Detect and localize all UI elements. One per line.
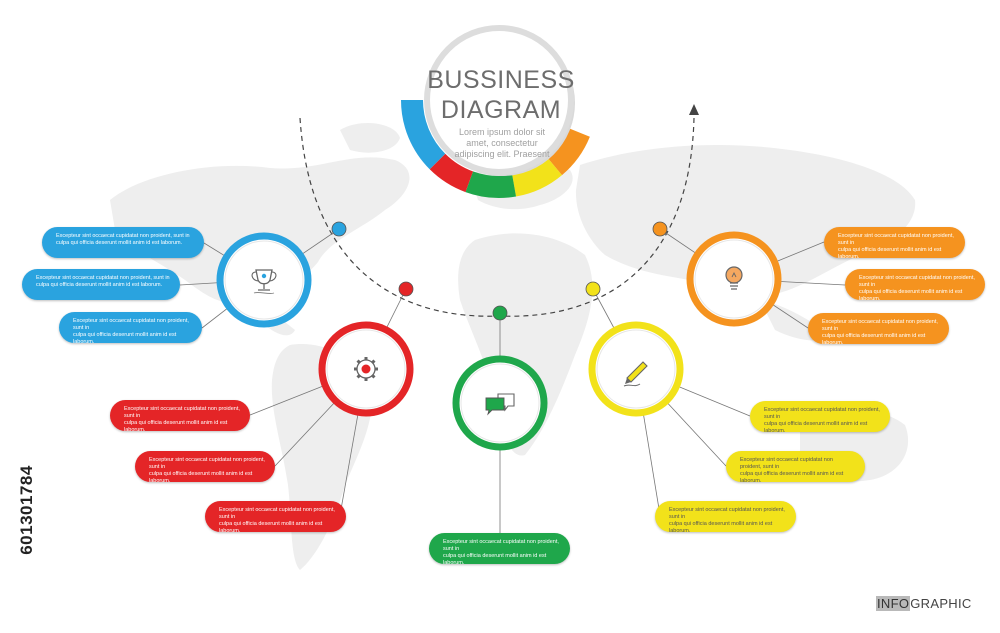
text-box-line: culpa qui officia deserunt mollit anim i… bbox=[764, 421, 868, 432]
center-color-ring bbox=[401, 99, 590, 198]
ring-segment-orange bbox=[547, 128, 590, 176]
trophy-handles bbox=[251, 271, 277, 282]
node-layer bbox=[179, 221, 846, 533]
ring-segment-yellow bbox=[511, 157, 562, 197]
text-box-line: Excepteur sint occaecat cupidatat non pr… bbox=[219, 507, 335, 520]
arc-dot-red bbox=[398, 281, 414, 297]
asia-shape bbox=[575, 145, 916, 297]
stock-id-label: 601301784 bbox=[16, 400, 38, 620]
text-box-red-3: Excepteur sint occaecat cupidatat non pr… bbox=[205, 501, 346, 532]
text-box-line: Excepteur sint occaecat cupidatat non pr… bbox=[443, 539, 559, 552]
text-box-yellow-2: Excepteur sint occaecat cupidatat non pr… bbox=[726, 451, 865, 482]
node-inner-ring-red bbox=[326, 329, 406, 409]
text-box-line: culpa qui officia deserunt mollit anim i… bbox=[859, 289, 963, 300]
stock-id-text: 601301784 bbox=[17, 465, 36, 555]
ring-segment-green bbox=[465, 171, 517, 198]
text-box-line: Excepteur sint occaecat cupidatat non pr… bbox=[859, 275, 975, 288]
text-box-line: culpa qui officia deserunt mollit anim i… bbox=[36, 282, 163, 288]
text-box-red-1: Excepteur sint occaecat cupidatat non pr… bbox=[110, 400, 250, 431]
text-box-line: culpa qui officia deserunt mollit anim i… bbox=[740, 471, 844, 482]
text-box-line: Excepteur sint occaecat cupidatat non pr… bbox=[73, 318, 189, 331]
center-title-line2: DIAGRAM bbox=[440, 96, 562, 124]
text-box-line: Excepteur sint occaecat cupidatat non pr… bbox=[149, 457, 265, 470]
text-box-line: culpa qui officia deserunt mollit anim i… bbox=[838, 247, 942, 258]
arc-dot-blue bbox=[331, 221, 347, 237]
center-subtitle-line: adipiscing elit. Praesent bbox=[454, 149, 550, 159]
center-title-line1: BUSSINESS bbox=[427, 66, 575, 94]
text-box-line: Excepteur sint occaecat cupidatat non pr… bbox=[669, 507, 785, 520]
ring-segment-blue bbox=[401, 99, 446, 170]
pencil-icon bbox=[623, 361, 648, 387]
infographic-label: INFOGRAPHIC bbox=[876, 596, 972, 611]
arc-dot-orange bbox=[652, 221, 668, 237]
text-box-line: culpa qui officia deserunt mollit anim i… bbox=[149, 471, 253, 482]
text-box-orange-3: Excepteur sint occaecat cupidatat non pr… bbox=[808, 313, 949, 344]
text-box-line: Excepteur sint occaecat cupidatat non pr… bbox=[124, 406, 240, 419]
node-inner-ring-orange bbox=[694, 239, 774, 319]
trophy-emblem bbox=[261, 273, 267, 279]
pencil-tip bbox=[625, 378, 631, 384]
text-box-orange-1: Excepteur sint occaecat cupidatat non pr… bbox=[824, 227, 965, 258]
node-inner-ring-blue bbox=[224, 240, 304, 320]
text-box-line: Excepteur sint occaecat cupidatat non pr… bbox=[36, 275, 170, 281]
node-circle-blue bbox=[216, 232, 312, 328]
text-box-line: culpa qui officia deserunt mollit anim i… bbox=[219, 521, 323, 532]
text-box-red-2: Excepteur sint occaecat cupidatat non pr… bbox=[135, 451, 275, 482]
pencil-scribble bbox=[623, 383, 641, 387]
text-box-line: Excepteur sint occaecat cupidatat non pr… bbox=[838, 233, 954, 246]
text-box-line: culpa qui officia deserunt mollit anim i… bbox=[443, 553, 547, 564]
center-subtitle: Lorem ipsum dolor sit amet, consectetur … bbox=[447, 127, 557, 160]
text-box-blue-2: Excepteur sint occaecat cupidatat non pr… bbox=[22, 269, 180, 300]
text-box-line: Excepteur sint occaecat cupidatat non pr… bbox=[56, 233, 190, 239]
text-box-line: Excepteur sint occaecat cupidatat non pr… bbox=[822, 319, 938, 332]
chat-bubbles-icon bbox=[485, 393, 515, 416]
gear-icon bbox=[354, 357, 378, 381]
bulb-base bbox=[730, 282, 738, 290]
text-box-line: culpa qui officia deserunt mollit anim i… bbox=[669, 521, 773, 532]
text-box-orange-2: Excepteur sint occaecat cupidatat non pr… bbox=[845, 269, 985, 300]
ring-segment-red bbox=[429, 153, 474, 193]
north-america-shape bbox=[110, 157, 410, 304]
center-subtitle-line: Lorem ipsum dolor sit bbox=[458, 127, 546, 137]
text-box-line: culpa qui officia deserunt mollit anim i… bbox=[56, 240, 183, 246]
trophy-ground bbox=[253, 291, 275, 295]
text-box-green-1: Excepteur sint occaecat cupidatat non pr… bbox=[429, 533, 570, 564]
arc-dot-yellow bbox=[585, 281, 601, 297]
africa-shape bbox=[458, 233, 593, 456]
arrowhead-icon bbox=[689, 104, 699, 115]
text-box-line: culpa qui officia deserunt mollit anim i… bbox=[73, 332, 177, 343]
text-box-line: Excepteur sint occaecat cupidatat non pr… bbox=[764, 407, 880, 420]
infographic-label-rest: GRAPHIC bbox=[910, 596, 972, 611]
arc-dot-green bbox=[492, 305, 508, 321]
center-subtitle-line: amet, consectetur bbox=[466, 138, 538, 148]
text-box-line: culpa qui officia deserunt mollit anim i… bbox=[822, 333, 926, 344]
gear-teeth bbox=[354, 357, 378, 381]
text-box-line: culpa qui officia deserunt mollit anim i… bbox=[124, 420, 228, 431]
text-box-blue-1: Excepteur sint occaecat cupidatat non pr… bbox=[42, 227, 204, 258]
pencil-body bbox=[626, 361, 648, 383]
text-box-blue-3: Excepteur sint occaecat cupidatat non pr… bbox=[59, 312, 202, 343]
chat-bubble-front bbox=[485, 397, 505, 416]
trophy-base bbox=[258, 284, 270, 291]
lightbulb-icon bbox=[725, 266, 743, 290]
gear-hub bbox=[361, 364, 371, 374]
text-box-line: Excepteur sint occaecat cupidatat non pr… bbox=[740, 457, 833, 470]
text-box-yellow-1: Excepteur sint occaecat cupidatat non pr… bbox=[750, 401, 890, 432]
trophy-cup bbox=[255, 269, 273, 285]
trophy-icon bbox=[251, 269, 277, 295]
center-circle bbox=[424, 25, 574, 175]
node-inner-ring-green bbox=[460, 363, 540, 443]
text-box-yellow-3: Excepteur sint occaecat cupidatat non pr… bbox=[655, 501, 796, 532]
bulb-filament bbox=[731, 271, 737, 278]
infographic-label-highlight: INFO bbox=[876, 596, 911, 611]
greenland-shape bbox=[340, 123, 400, 153]
bulb-glass bbox=[725, 266, 743, 284]
node-inner-ring-yellow bbox=[596, 329, 676, 409]
